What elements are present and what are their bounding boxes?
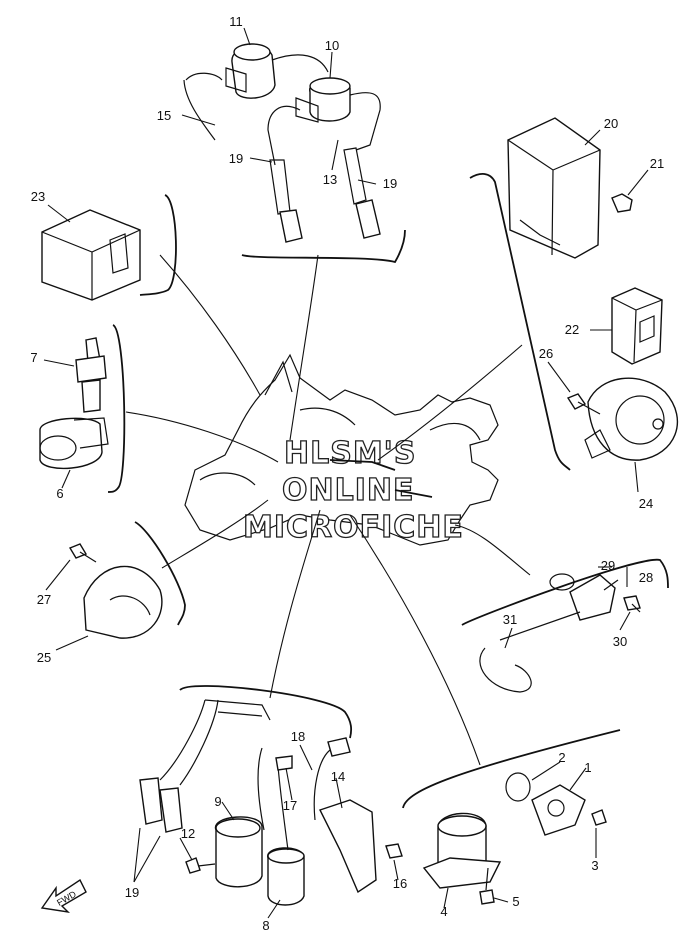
clip-part-17 bbox=[275, 755, 293, 771]
actuator-part-4 bbox=[422, 812, 502, 889]
fwd-arrow-icon: FWD bbox=[40, 878, 87, 914]
callout-19a: 19 bbox=[229, 151, 243, 166]
oring-part-2 bbox=[505, 772, 531, 802]
screw-part-3 bbox=[591, 809, 607, 826]
callout-28: 28 bbox=[639, 570, 653, 585]
callout-21: 21 bbox=[650, 156, 664, 171]
callout-leaders bbox=[43, 27, 649, 919]
watermark: HLSM'S ONLINE MICROFICHE bbox=[242, 435, 464, 545]
callout-14: 14 bbox=[331, 769, 345, 784]
callout-numbers: 11 10 15 19 13 19 23 20 21 22 26 24 7 6 … bbox=[30, 14, 664, 933]
callout-6: 6 bbox=[56, 486, 63, 501]
callout-3: 3 bbox=[591, 858, 598, 873]
connector-part-18 bbox=[313, 737, 351, 821]
callout-20: 20 bbox=[604, 116, 618, 131]
watermark-line2: ONLINE bbox=[282, 473, 415, 508]
callout-24: 24 bbox=[639, 496, 653, 511]
screw-part-26 bbox=[566, 393, 601, 415]
screw-part-16 bbox=[385, 843, 403, 859]
screw-part-5 bbox=[479, 867, 495, 905]
callout-29: 29 bbox=[601, 558, 615, 573]
callout-31: 31 bbox=[503, 612, 517, 627]
thermo-switch-part-6 bbox=[39, 417, 109, 470]
callout-27: 27 bbox=[37, 592, 51, 607]
horn-part-25 bbox=[83, 565, 163, 639]
cdi-unit-part-20 bbox=[507, 117, 601, 259]
switch-part-1 bbox=[531, 784, 586, 836]
callout-8: 8 bbox=[262, 918, 269, 933]
sensor-part-7 bbox=[75, 337, 107, 413]
motorcycle-silhouette bbox=[184, 353, 499, 546]
callout-11: 11 bbox=[229, 14, 243, 29]
callout-7: 7 bbox=[30, 350, 37, 365]
plug-caps-top bbox=[269, 147, 381, 243]
screw-part-12 bbox=[185, 857, 216, 874]
bracket-part-14 bbox=[319, 799, 377, 894]
callout-17: 17 bbox=[283, 798, 297, 813]
coil-assembly-bottom bbox=[139, 699, 305, 906]
bolt-part-21 bbox=[611, 193, 633, 213]
callout-30: 30 bbox=[613, 634, 627, 649]
callout-15: 15 bbox=[157, 108, 171, 123]
callout-1: 1 bbox=[584, 760, 591, 775]
callout-19c: 19 bbox=[125, 885, 139, 900]
relay-part-22 bbox=[611, 287, 663, 365]
callout-4: 4 bbox=[440, 904, 447, 919]
relay-part-23 bbox=[41, 209, 141, 301]
watermark-line3: MICROFICHE bbox=[243, 510, 464, 545]
sensor-group-28 bbox=[479, 573, 641, 693]
group-brackets bbox=[107, 173, 669, 809]
horn-part-24 bbox=[584, 377, 679, 461]
callout-10: 10 bbox=[325, 38, 339, 53]
ignition-coil-part-11 bbox=[183, 43, 329, 141]
callout-25: 25 bbox=[37, 650, 51, 665]
callout-9: 9 bbox=[214, 794, 221, 809]
callout-22: 22 bbox=[565, 322, 579, 337]
callout-5: 5 bbox=[512, 894, 519, 909]
callout-2: 2 bbox=[558, 750, 565, 765]
callout-26: 26 bbox=[539, 346, 553, 361]
callout-23: 23 bbox=[31, 189, 45, 204]
callout-16: 16 bbox=[393, 876, 407, 891]
callout-12: 12 bbox=[181, 826, 195, 841]
screw-part-27 bbox=[68, 543, 97, 563]
callout-19b: 19 bbox=[383, 176, 397, 191]
callout-18: 18 bbox=[291, 729, 305, 744]
watermark-line1: HLSM'S bbox=[284, 436, 416, 471]
ignition-coil-part-10 bbox=[267, 77, 381, 166]
callout-13: 13 bbox=[323, 172, 337, 187]
